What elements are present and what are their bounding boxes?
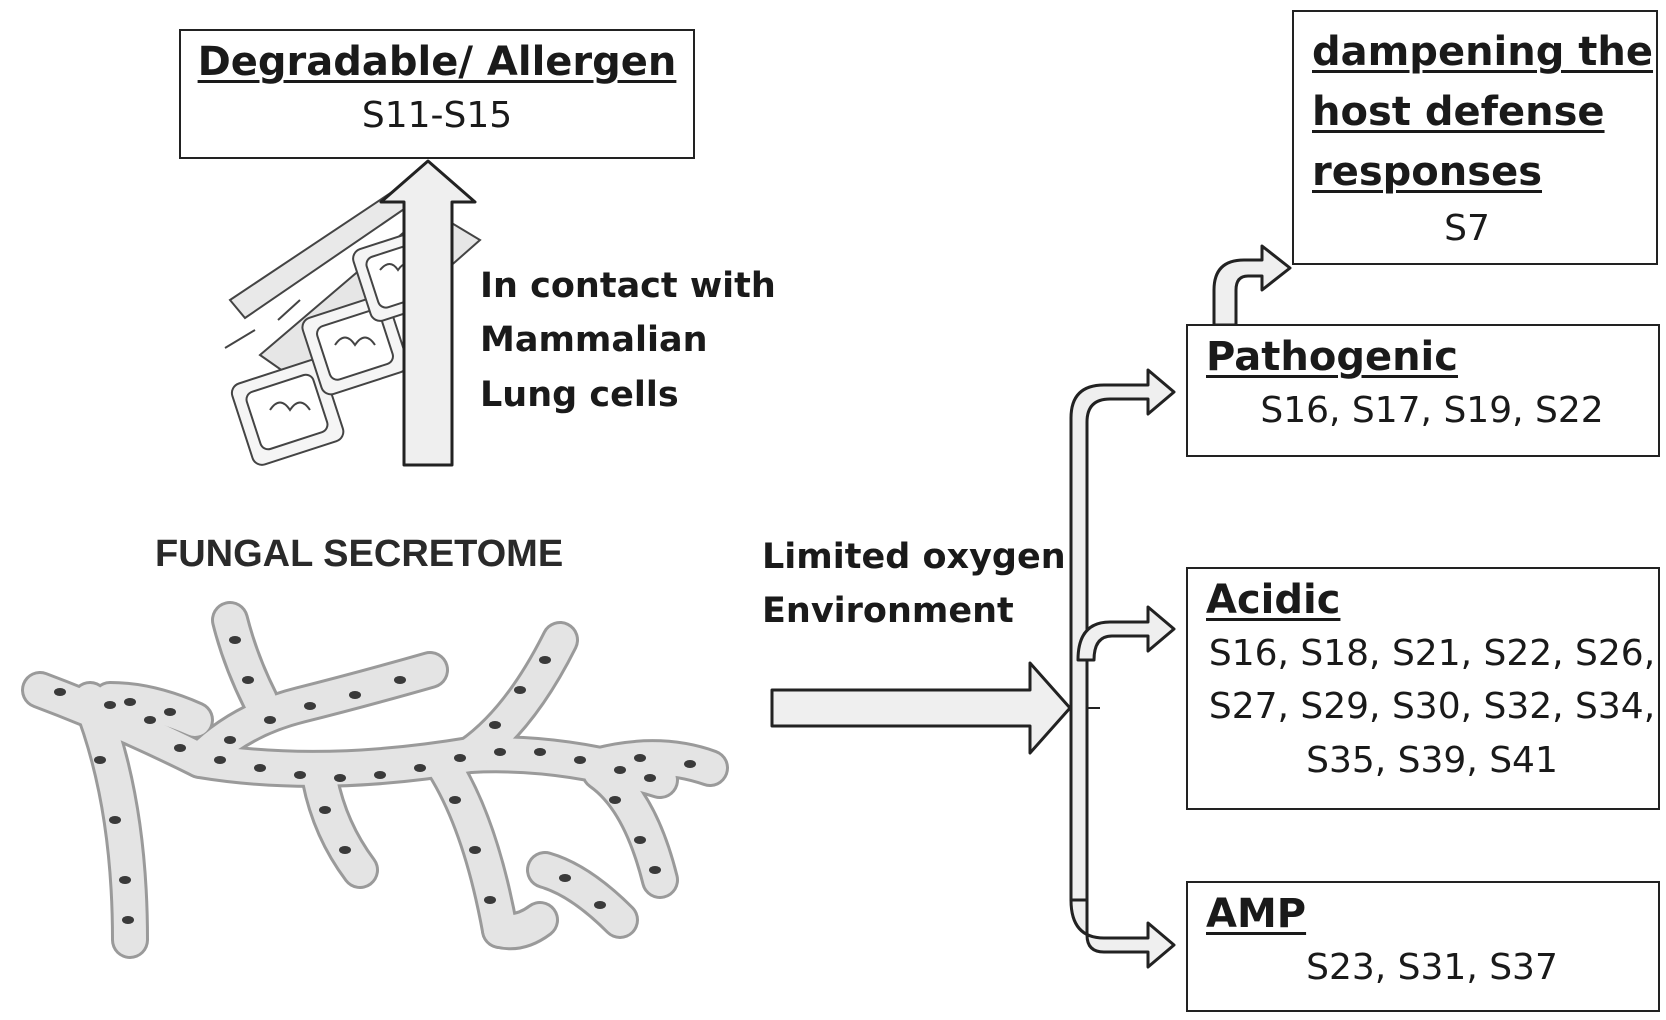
acidic-box: Acidic S16, S18, S21, S22, S26, S27, S29…: [1186, 567, 1660, 810]
hypha-nucleus: [174, 744, 186, 752]
oxygen-line-1: Limited oxygen: [762, 537, 1066, 577]
degradable-allergen-title: Degradable/ Allergen: [197, 39, 677, 85]
hypha-nucleus: [644, 774, 656, 782]
hypha-nucleus: [304, 702, 316, 710]
hypha-nucleus: [594, 901, 606, 909]
amp-box: AMP S23, S31, S37: [1186, 881, 1660, 1012]
hypha-nucleus: [609, 796, 621, 804]
hypha-nucleus: [534, 748, 546, 756]
hypha-nucleus: [454, 754, 466, 762]
degradable-allergen-box: Degradable/ Allergen S11-S15: [179, 29, 695, 159]
hypha-nucleus: [214, 756, 226, 764]
degradable-allergen-ids: S11-S15: [361, 95, 513, 136]
hypha-nucleus: [294, 771, 306, 779]
acidic-ids-line-1: S16, S18, S21, S22, S26,: [1208, 633, 1656, 674]
fungal-secretome-heading: FUNGAL SECRETOME: [155, 533, 564, 575]
branch-arrow-dampening: [1212, 244, 1292, 327]
lung-contact-line-3: Lung cells: [480, 374, 679, 415]
branch-arrow-acidic: [1076, 605, 1176, 662]
hypha: [529, 854, 636, 936]
branch-arrow-pathogenic: [1069, 368, 1176, 902]
amp-ids: S23, S31, S37: [1306, 947, 1558, 988]
lung-contact-line-1: In contact with: [480, 266, 776, 306]
hypha-nucleus: [144, 716, 156, 724]
hypha-nucleus: [229, 636, 241, 644]
hypha-nucleus: [122, 916, 134, 924]
hypha-nucleus: [164, 708, 176, 716]
hypha-nucleus: [634, 754, 646, 762]
dampening-box: dampening the host defense responses S7: [1292, 10, 1658, 265]
hypha-nucleus: [94, 756, 106, 764]
hypha-nucleus: [649, 866, 661, 874]
hypha-nucleus: [264, 716, 276, 724]
hypha-nucleus: [469, 846, 481, 854]
hypha-nucleus: [684, 760, 696, 768]
acidic-ids-line-3: S35, S39, S41: [1306, 739, 1558, 781]
hypha-nucleus: [109, 816, 121, 824]
lung-contact-line-2: Mammalian: [480, 320, 708, 361]
hypha-nucleus: [634, 836, 646, 844]
hypha: [304, 764, 376, 886]
hypha-nucleus: [484, 896, 496, 904]
right-arrow: [770, 661, 1072, 755]
hypha-nucleus: [614, 766, 626, 774]
hypha-nucleus: [494, 748, 506, 756]
hypha-nucleus: [514, 686, 526, 694]
amp-title: AMP: [1206, 891, 1307, 937]
hypha: [584, 742, 726, 784]
oxygen-line-2: Environment: [762, 591, 1014, 632]
branch-arrows: [1069, 244, 1292, 969]
hypha-nucleus: [54, 688, 66, 696]
acidic-ids-line-2: S27, S29, S30, S32, S34,: [1208, 686, 1656, 728]
fungal-hyphae-illustration: [21, 601, 729, 959]
hypha-nucleus: [394, 676, 406, 684]
pathogenic-title: Pathogenic: [1206, 334, 1458, 380]
hypha-nucleus: [539, 656, 551, 664]
hypha: [214, 604, 276, 716]
dampening-title-line-1: dampening the: [1312, 29, 1654, 75]
hypha-nucleus: [414, 764, 426, 772]
hypha-nucleus: [374, 771, 386, 779]
hypha-nucleus: [119, 876, 131, 884]
oxygen-label: Limited oxygen Environment: [762, 530, 1066, 639]
hypha-nucleus: [349, 691, 361, 699]
hypha: [74, 684, 146, 956]
hypha-nucleus: [224, 736, 236, 744]
hypha-nucleus: [574, 756, 586, 764]
acidic-title: Acidic: [1206, 577, 1341, 623]
hypha-nucleus: [334, 774, 346, 782]
hypha-nucleus: [124, 698, 136, 706]
hypha: [484, 904, 556, 948]
dampening-title-line-2: host defense: [1312, 89, 1605, 135]
up-arrow: [379, 159, 477, 467]
hypha: [424, 744, 516, 946]
lung-contact-label: In contact with Mammalian Lung cells: [480, 259, 776, 422]
hypha-nucleus: [339, 846, 351, 854]
pathogenic-box: Pathogenic S16, S17, S19, S22: [1186, 324, 1660, 457]
hypha: [94, 684, 211, 736]
dampening-title-line-3: responses: [1312, 149, 1542, 195]
hypha-nucleus: [559, 874, 571, 882]
hypha-nucleus: [104, 701, 116, 709]
hypha-nucleus: [254, 764, 266, 772]
hypha-nucleus: [242, 676, 254, 684]
hypha-nucleus: [489, 721, 501, 729]
hypha-nucleus: [319, 806, 331, 814]
pathogenic-ids: S16, S17, S19, S22: [1260, 390, 1604, 431]
branch-arrow-amp: [1069, 898, 1176, 969]
hypha: [454, 624, 576, 771]
hypha-nucleus: [449, 796, 461, 804]
dampening-ids: S7: [1444, 208, 1490, 249]
